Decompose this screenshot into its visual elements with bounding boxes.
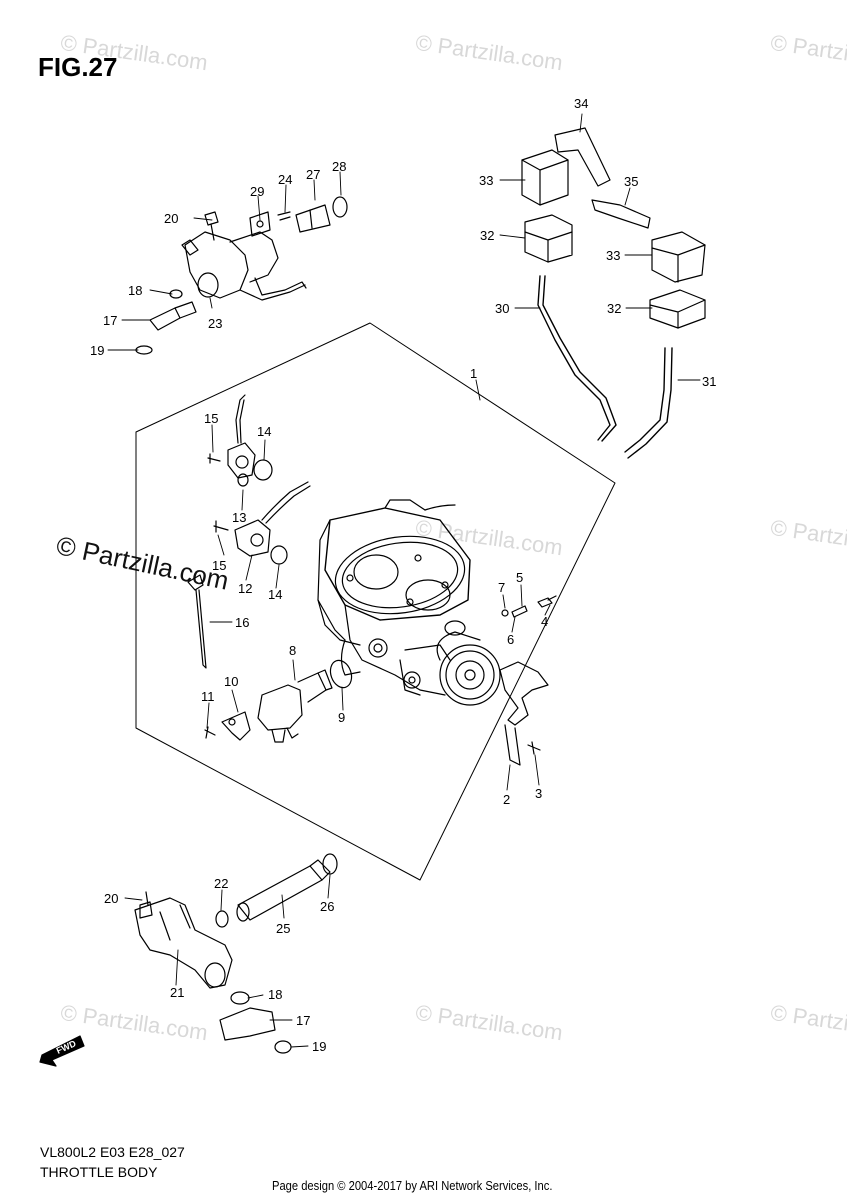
diagram-code: VL800L2 E03 E28_027 [40,1144,185,1160]
callout-labels: 1 2 3 4 5 6 7 8 9 10 11 12 13 14 14 15 1… [90,96,716,1054]
callout-9: 9 [338,710,345,725]
callout-19b: 19 [312,1039,326,1054]
callout-10: 10 [224,674,238,689]
callout-19: 19 [90,343,104,358]
callout-16: 16 [235,615,249,630]
leader-lines [107,113,701,1048]
callout-21: 21 [170,985,184,1000]
callout-34: 34 [574,96,588,111]
sensor-upper [207,394,273,487]
callout-27: 27 [306,167,320,182]
callout-20: 20 [164,211,178,226]
callout-33: 33 [479,173,493,188]
callout-7: 7 [498,580,505,595]
callout-18b: 18 [268,987,282,1002]
callout-32: 32 [480,228,494,243]
callout-32b: 32 [607,301,621,316]
callout-17: 17 [103,313,117,328]
callout-8: 8 [289,643,296,658]
throttle-bracket [499,595,557,766]
callout-29: 29 [250,184,264,199]
callout-26: 26 [320,899,334,914]
callout-30: 30 [495,301,509,316]
callout-33b: 33 [606,248,620,263]
hoses [537,275,673,459]
callout-15: 15 [204,411,218,426]
throttle-body [317,499,501,706]
callout-28: 28 [332,159,346,174]
callout-4: 4 [541,614,548,629]
callout-11: 11 [201,689,215,704]
callout-22: 22 [214,876,228,891]
figure-title: FIG.27 [38,52,118,82]
callout-14b: 14 [268,587,282,602]
isc-valve [204,659,353,743]
callout-13: 13 [232,510,246,525]
callout-5: 5 [516,570,523,585]
callout-25: 25 [276,921,290,936]
callout-6: 6 [507,632,514,647]
callout-18: 18 [128,283,142,298]
callout-1: 1 [470,366,477,381]
cable-tie [187,574,207,669]
diagram-name: THROTTLE BODY [40,1164,158,1180]
fwd-arrow-icon: FWD [39,1035,85,1067]
assembly-frame [135,322,616,881]
sensor-lower [213,481,311,565]
callout-14: 14 [257,424,271,439]
callout-3: 3 [535,786,542,801]
callout-31: 31 [702,374,716,389]
lower-injector-assembly [134,853,338,1054]
page-footer: Page design © 2004-2017 by ARI Network S… [272,1178,553,1193]
callout-17b: 17 [296,1013,310,1028]
callout-24: 24 [278,172,292,187]
callout-12: 12 [238,581,252,596]
callout-2: 2 [503,792,510,807]
callout-35: 35 [624,174,638,189]
relay-group [521,127,706,329]
callout-15b: 15 [212,558,226,573]
callout-20b: 20 [104,891,118,906]
callout-23: 23 [208,316,222,331]
